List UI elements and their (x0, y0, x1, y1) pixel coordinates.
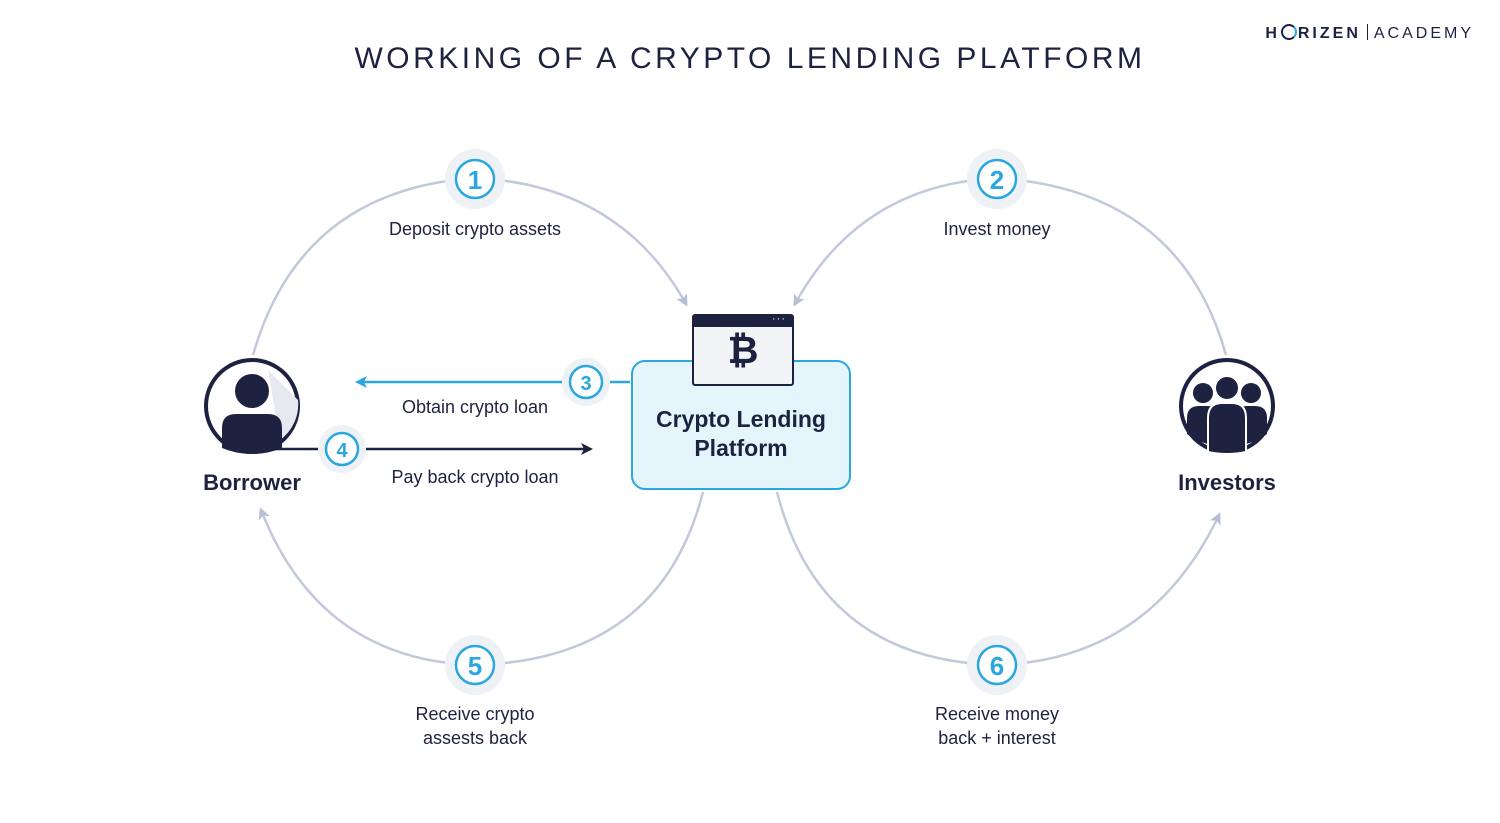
step-badge-3: 3 (562, 358, 610, 406)
step-label-5-line2: assests back (422, 728, 528, 748)
window-dots-icon: ··· (772, 313, 786, 325)
browser-window-icon: ··· ₿ (692, 313, 794, 386)
step-badge-4: 4 (318, 425, 366, 473)
step-badge-2: 2 (967, 149, 1027, 209)
window-titlebar: ··· (694, 313, 792, 327)
brand-name: RIZEN (1297, 25, 1361, 42)
step-label-6-line1: Receive money (934, 704, 1060, 724)
step-label-1: Deposit crypto assets (388, 219, 562, 239)
step-label-4: Pay back crypto loan (391, 467, 559, 487)
brand-academy: ACADEMY (1373, 25, 1474, 42)
brand-o-icon (1280, 24, 1297, 40)
person-icon (204, 358, 300, 454)
step-number-6: 6 (990, 651, 1004, 681)
step-badge-1: 1 (445, 149, 505, 209)
bitcoin-icon: ₿ (727, 330, 759, 372)
step-number-3: 3 (580, 373, 591, 395)
step-badge-6: 6 (967, 635, 1027, 695)
brand-logo: H RIZEN ACADEMY (1265, 24, 1474, 43)
brand-letter: H (1265, 25, 1280, 42)
step-label-5-line1: Receive crypto (415, 704, 535, 724)
brand-divider (1366, 24, 1368, 40)
platform-label: Crypto Lending Platform (631, 405, 851, 463)
step-badge-5: 5 (445, 635, 505, 695)
platform-label-line2: Platform (694, 435, 788, 461)
group-icon (1179, 358, 1275, 455)
step-number-1: 1 (468, 165, 482, 195)
step-label-6-line2: back + interest (938, 728, 1056, 748)
platform-label-line1: Crypto Lending (656, 406, 826, 432)
borrower-label: Borrower (203, 470, 301, 495)
step-label-2: Invest money (943, 219, 1051, 239)
step-number-2: 2 (990, 165, 1004, 195)
diagram-title: WORKING OF A CRYPTO LENDING PLATFORM (354, 42, 1146, 75)
step-label-5: Receive crypto assests back (335, 702, 615, 750)
step-number-4: 4 (336, 440, 348, 462)
step-label-3: Obtain crypto loan (401, 397, 549, 417)
step-number-5: 5 (468, 651, 482, 681)
investors-label: Investors (1178, 470, 1276, 495)
step-label-6: Receive money back + interest (857, 702, 1137, 750)
